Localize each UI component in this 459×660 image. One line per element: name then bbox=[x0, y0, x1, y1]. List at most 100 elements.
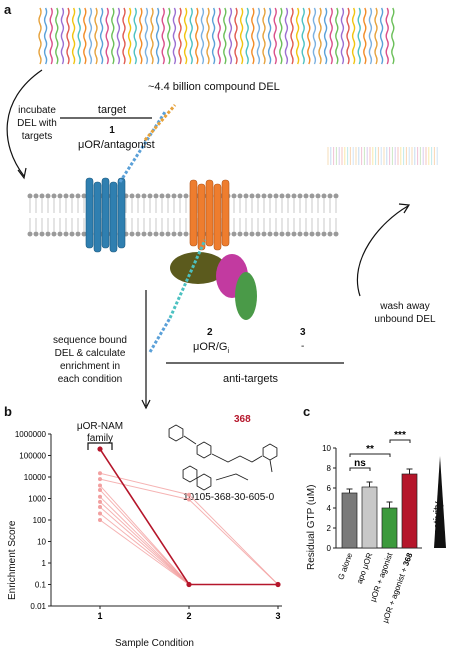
receptor-helix-orange bbox=[221, 179, 230, 247]
wash-line-1: wash away bbox=[380, 301, 430, 312]
lipid-head bbox=[291, 231, 297, 237]
lipid-head bbox=[81, 193, 87, 199]
incubate-label: incubate DEL with targets bbox=[6, 104, 68, 143]
enrichment-data-point bbox=[98, 494, 102, 499]
del-strand bbox=[234, 7, 238, 65]
del-strand bbox=[374, 7, 378, 65]
lipid-head bbox=[129, 193, 135, 199]
dna-strand bbox=[148, 317, 172, 353]
lipid-head bbox=[267, 193, 273, 199]
compound-structure bbox=[168, 424, 278, 491]
lipid-head bbox=[333, 231, 339, 237]
lipid-head bbox=[45, 193, 51, 199]
dna-strand bbox=[143, 104, 177, 141]
del-strand bbox=[99, 7, 104, 65]
enrichment-y-tick-label: 100 bbox=[33, 516, 47, 525]
anti-target-3-name: - bbox=[301, 341, 305, 352]
lipid-head bbox=[171, 193, 177, 199]
receptor-helix-blue bbox=[93, 181, 102, 253]
gtp-ylabel: Residual GTP (uM) bbox=[306, 484, 317, 570]
lipid-head bbox=[129, 231, 135, 237]
del-strand bbox=[60, 7, 65, 65]
del-strand bbox=[279, 7, 283, 65]
lipid-head bbox=[63, 193, 69, 199]
wash-arrowhead bbox=[398, 203, 411, 214]
del-strand bbox=[357, 7, 361, 65]
gtp-category-label: apo μOR bbox=[355, 551, 375, 585]
lipid-head bbox=[261, 231, 267, 237]
del-strand bbox=[245, 7, 249, 65]
lipid-head bbox=[165, 193, 171, 199]
lipid-head bbox=[135, 193, 141, 199]
enrichment-y-tick-label: 1000 bbox=[28, 495, 46, 504]
del-strand bbox=[256, 7, 261, 65]
lipid-head bbox=[297, 231, 303, 237]
lipid-head bbox=[231, 193, 237, 199]
del-strand bbox=[183, 7, 188, 65]
enrichment-x-tick-label: 1 bbox=[97, 611, 102, 621]
enrichment-data-point bbox=[186, 581, 192, 588]
compound-number: 368 bbox=[234, 414, 251, 425]
lipid-head bbox=[309, 231, 315, 237]
activity-wedge bbox=[434, 456, 446, 548]
del-strand bbox=[307, 7, 311, 65]
sequence-label: sequence bound DEL & calculate enrichmen… bbox=[44, 334, 136, 386]
lipid-head bbox=[165, 231, 171, 237]
del-strand bbox=[161, 7, 165, 65]
del-strand bbox=[150, 7, 154, 65]
lipid-head bbox=[171, 231, 177, 237]
enrichment-y-tick-label: 100000 bbox=[19, 452, 46, 461]
del-strand bbox=[49, 7, 53, 65]
lipid-head bbox=[291, 193, 297, 199]
sig-2star-bracket bbox=[349, 453, 391, 457]
del-strand bbox=[122, 7, 126, 65]
dna-strand bbox=[118, 111, 167, 183]
lipid-head bbox=[279, 193, 285, 199]
enrichment-y-tick-label: 10 bbox=[37, 538, 46, 547]
lipid-head bbox=[27, 193, 33, 199]
receptor-helix-blue bbox=[101, 177, 110, 249]
structure-bonds bbox=[183, 435, 273, 481]
lipid-head bbox=[327, 193, 333, 199]
del-strand bbox=[335, 7, 339, 65]
del-strand bbox=[262, 7, 266, 65]
target-header: target bbox=[97, 104, 127, 116]
del-strand bbox=[77, 7, 81, 65]
lipid-head bbox=[141, 231, 147, 237]
del-strand bbox=[368, 7, 373, 65]
del-strand bbox=[228, 7, 233, 65]
lipid-head bbox=[321, 231, 327, 237]
lipid-head bbox=[327, 231, 333, 237]
lipid-head bbox=[255, 231, 261, 237]
anti-target-3-number: 3 bbox=[300, 327, 306, 338]
sequence-line-4: each condition bbox=[57, 374, 123, 385]
del-strand bbox=[111, 7, 115, 65]
del-strand bbox=[267, 7, 272, 65]
lipid-head bbox=[45, 231, 51, 237]
enrichment-data-point bbox=[98, 511, 102, 516]
del-strand bbox=[239, 7, 244, 65]
incubate-arrow bbox=[6, 69, 43, 177]
sequence-line-1: sequence bound bbox=[53, 335, 127, 346]
lipid-head bbox=[309, 193, 315, 199]
lipid-head bbox=[243, 193, 249, 199]
enrichment-data-point bbox=[98, 499, 102, 504]
lipid-head bbox=[183, 193, 189, 199]
structure-ring bbox=[196, 473, 212, 491]
family-label: μOR-NAM family bbox=[70, 421, 130, 445]
lipid-head bbox=[315, 231, 321, 237]
lipid-head bbox=[75, 231, 81, 237]
enrichment-data-point bbox=[98, 487, 102, 492]
del-strand bbox=[43, 7, 48, 65]
enrichment-data-point bbox=[97, 446, 103, 452]
anti-target-2-name: μOR/Gi bbox=[193, 341, 229, 358]
lipid-head bbox=[237, 193, 243, 199]
lipid-head bbox=[147, 231, 153, 237]
anti-targets-label: anti-targets bbox=[223, 373, 279, 385]
g-gamma-subunit bbox=[235, 272, 257, 320]
lipid-head bbox=[333, 193, 339, 199]
lipid-head bbox=[57, 231, 63, 237]
receptor-helix-orange bbox=[197, 183, 206, 251]
del-strand bbox=[351, 7, 356, 65]
structure-ring bbox=[182, 465, 198, 483]
